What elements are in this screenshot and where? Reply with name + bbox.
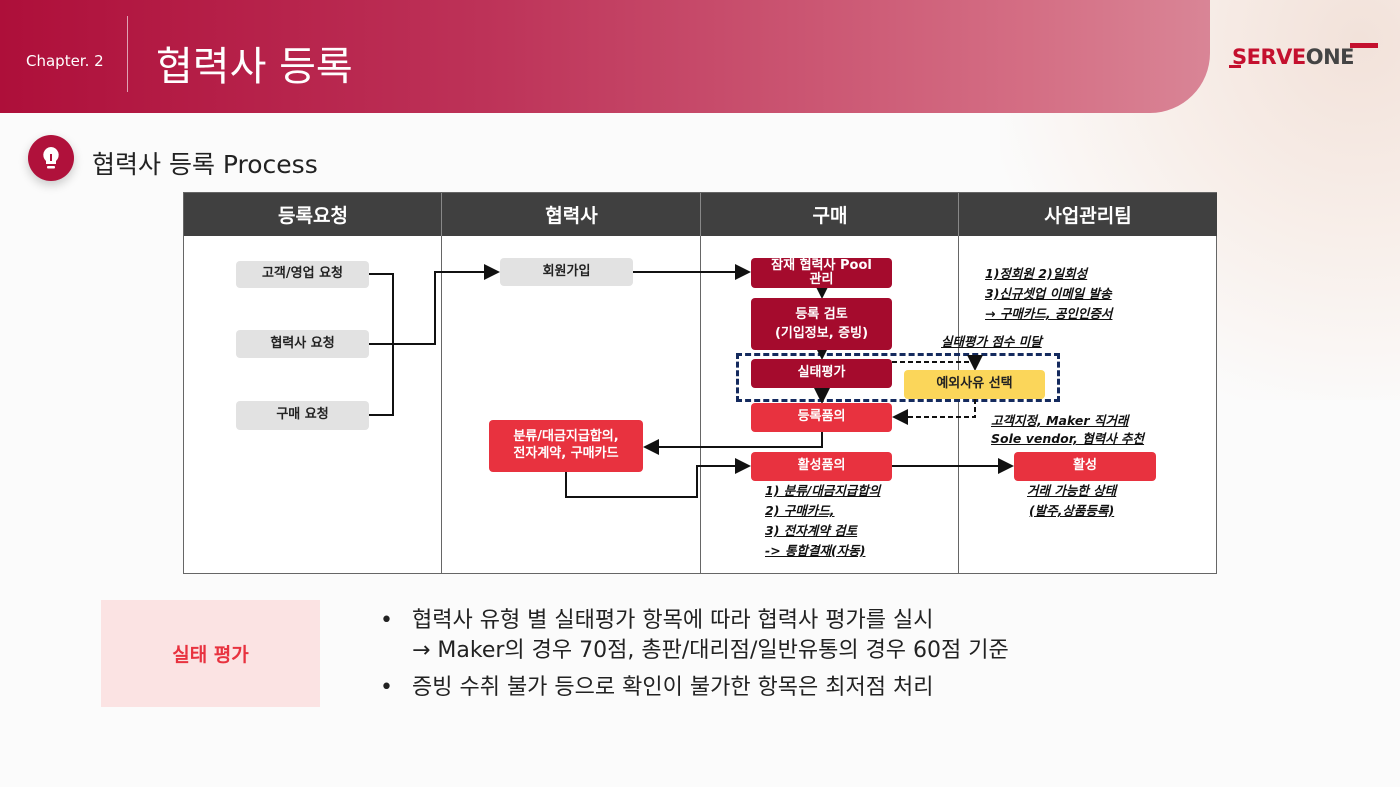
bullet-item: •증빙 수취 불가 등으로 확인이 불가한 항목은 최저점 처리 [380,675,934,700]
audit-step: 실태평가 [751,359,892,388]
request-customer-sales: 고객/영업 요청 [236,261,369,288]
exception-select-step: 예외사유 선택 [904,370,1045,399]
column-header-partner: 협력사 [442,193,701,236]
section-title: 협력사 등록 Process [92,150,318,179]
chapter-label: Chapter. 2 [26,52,104,70]
bullet-item: •협력사 유형 별 실태평가 항목에 따라 협력사 평가를 실시→ Maker의… [380,608,1009,663]
column-divider [700,236,701,573]
signup-step: 회원가입 [500,258,633,286]
page-title: 협력사 등록 [156,44,353,90]
column-header-request: 등록요청 [184,193,442,236]
request-purchase: 구매 요청 [236,401,369,430]
request-partner: 협력사 요청 [236,330,369,358]
contract-step: 분류/대금지급합의,전자계약, 구매카드 [489,420,643,472]
audit-label: 실태 평가 [101,600,320,707]
active-step: 활성 [1014,452,1156,481]
serveone-logo: SERVEONE [1229,43,1378,69]
lightbulb-icon [28,135,74,181]
header-divider [127,16,128,92]
column-divider [441,236,442,573]
header-banner: Chapter. 2 협력사 등록 [0,0,1210,113]
registration-review-step: 등록 검토(기입정보, 증빙) [751,298,892,350]
column-header-purchase: 구매 [701,193,959,236]
column-divider [958,236,959,573]
active-notes: 거래 가능한 상태(발주,상품등록) [1027,483,1117,518]
registration-approval-step: 등록품의 [751,403,892,432]
audit-fail-note: 실태평가 점수 미달 [941,334,1042,349]
column-header-mgmt: 사업관리팀 [959,193,1217,236]
activation-approval-step: 활성품의 [751,452,892,481]
audit-dashed-group [736,353,1060,402]
